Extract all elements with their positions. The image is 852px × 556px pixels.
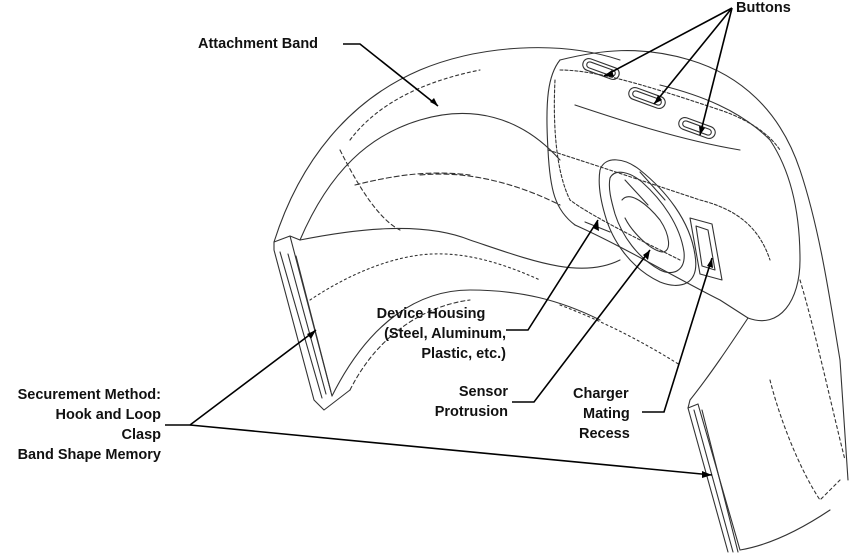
charger-line-2: Mating <box>573 404 639 424</box>
leader-securement <box>165 330 316 425</box>
label-charger-recess: Charger Mating Recess <box>573 384 639 444</box>
label-securement-method: Securement Method: Hook and Loop Clasp B… <box>0 385 161 465</box>
leader-charger <box>642 258 712 412</box>
securement-line-1: Securement Method: <box>0 385 161 405</box>
label-attachment-band: Attachment Band <box>198 34 318 54</box>
leader-attachment-band <box>343 44 438 106</box>
device-housing-line-1: Device Housing <box>356 304 506 324</box>
securement-line-4: Band Shape Memory <box>0 445 161 465</box>
charger-line-1: Charger <box>573 384 639 404</box>
leader-device-housing <box>506 220 598 330</box>
buttons-drawing <box>581 57 717 140</box>
device-housing-line-2: (Steel, Aluminum, <box>356 324 506 344</box>
leader-arrowheads <box>307 70 713 478</box>
device-housing-line-3: Plastic, etc.) <box>356 344 506 364</box>
sensor-line-2: Protrusion <box>410 402 508 422</box>
leader-buttons-1 <box>604 8 732 76</box>
label-sensor-protrusion: Sensor Protrusion <box>410 382 508 422</box>
label-device-housing: Device Housing (Steel, Aluminum, Plastic… <box>356 304 506 364</box>
band-outer-arch <box>274 48 620 242</box>
label-buttons: Buttons <box>736 0 791 18</box>
securement-line-2: Hook and Loop <box>0 405 161 425</box>
securement-line-3: Clasp <box>0 425 161 445</box>
charger-line-3: Recess <box>573 424 639 444</box>
sensor-line-1: Sensor <box>410 382 508 402</box>
sensor-protrusion-drawing <box>599 160 696 286</box>
leader-sensor <box>512 250 650 402</box>
